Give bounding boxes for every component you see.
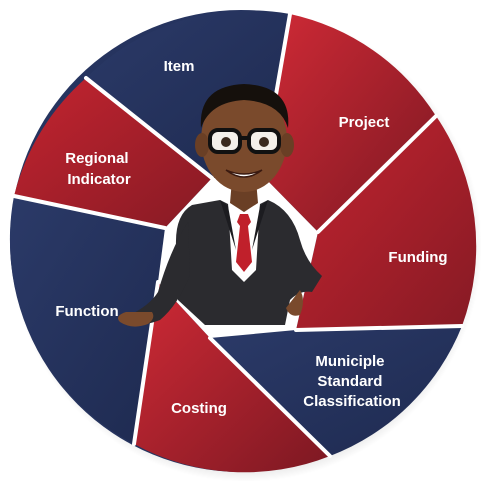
segment-project (262, 14, 436, 232)
label-municiple: Municiple Standard Classification (303, 353, 401, 410)
segment-regional (14, 78, 212, 228)
label-regional: Regional Indicator (65, 150, 133, 188)
label-funding: Funding (388, 249, 447, 266)
segment-function (9, 196, 165, 444)
businessman-cartoon-icon (118, 84, 322, 327)
segment-funding (296, 116, 477, 330)
label-costing: Costing (171, 400, 227, 417)
segment-costing (134, 282, 330, 473)
label-function: Function (55, 303, 118, 320)
segment-municiple (210, 326, 462, 456)
label-project: Project (339, 114, 390, 131)
label-item: Item (164, 58, 195, 75)
